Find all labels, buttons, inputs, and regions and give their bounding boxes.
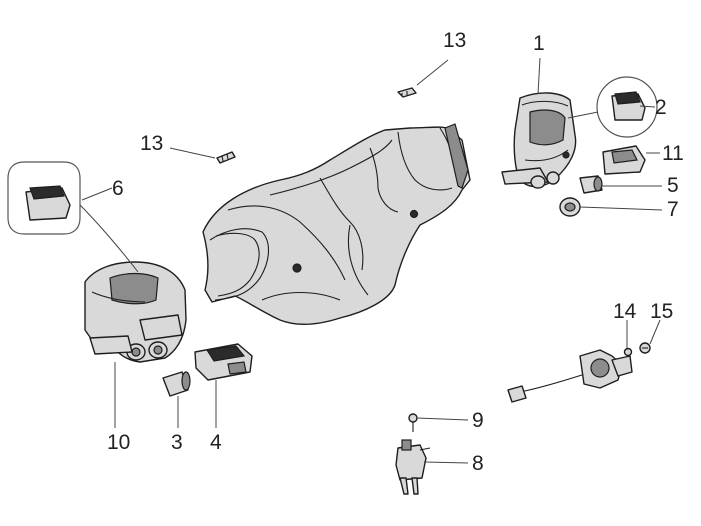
cable-sensor-assembly — [507, 342, 651, 403]
part-10-left-switch-housing — [84, 261, 187, 363]
callout-10: 10 — [107, 431, 131, 454]
callout-3: 3 — [171, 431, 183, 454]
part-5-cylinder — [579, 175, 603, 194]
callout-15: 15 — [650, 300, 674, 323]
callout-9: 9 — [472, 409, 484, 432]
callout-4: 4 — [210, 431, 222, 454]
part-4-rocker-switch — [194, 343, 253, 381]
callout-6: 6 — [112, 177, 124, 200]
part-2-zoom-detail — [567, 76, 658, 138]
leader-lines — [81, 57, 663, 464]
callout-14: 14 — [613, 300, 637, 323]
part-6-zoom-detail — [7, 161, 139, 273]
part-13-left-screw — [216, 151, 236, 164]
callout-13-left: 13 — [140, 132, 164, 155]
part-3-cylinder — [162, 371, 191, 397]
callout-7: 7 — [667, 198, 679, 221]
part-11-switch-cap — [602, 145, 646, 175]
part-1-right-switch-housing — [501, 92, 577, 189]
part-7-disc — [559, 197, 581, 217]
callout-1: 1 — [533, 32, 545, 55]
part-8-switch-body — [395, 439, 431, 495]
part-13-upper-screw — [397, 87, 417, 98]
callout-8: 8 — [472, 452, 484, 475]
callout-13-upper: 13 — [443, 29, 467, 52]
handlebar-cover — [202, 123, 471, 325]
part-9-screw — [408, 413, 418, 432]
callout-5: 5 — [667, 174, 679, 197]
callout-11: 11 — [662, 142, 684, 165]
callout-2: 2 — [655, 96, 667, 119]
